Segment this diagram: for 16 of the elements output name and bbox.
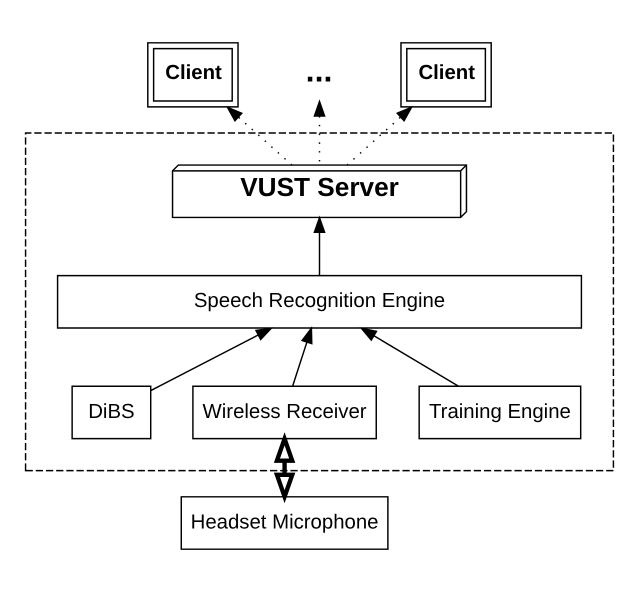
- node-box: DiBS: [71, 385, 152, 440]
- node-box: Wireless Receiver: [192, 385, 377, 440]
- node-box: Client: [400, 42, 492, 108]
- arrow: [292, 326, 313, 386]
- arrow: [313, 215, 326, 276]
- node-box: Training Engine: [418, 385, 582, 440]
- cluster: [24, 132, 614, 472]
- node-box: Client: [147, 42, 239, 108]
- node-box: Headset Microphone: [180, 496, 389, 550]
- arrow: [150, 327, 274, 392]
- arrow: [274, 432, 296, 504]
- node-text: ...: [306, 52, 332, 89]
- arrow: [359, 327, 459, 387]
- arrow: [346, 106, 414, 166]
- node-box: Speech Recognition Engine: [56, 274, 582, 329]
- arrow: [226, 106, 292, 166]
